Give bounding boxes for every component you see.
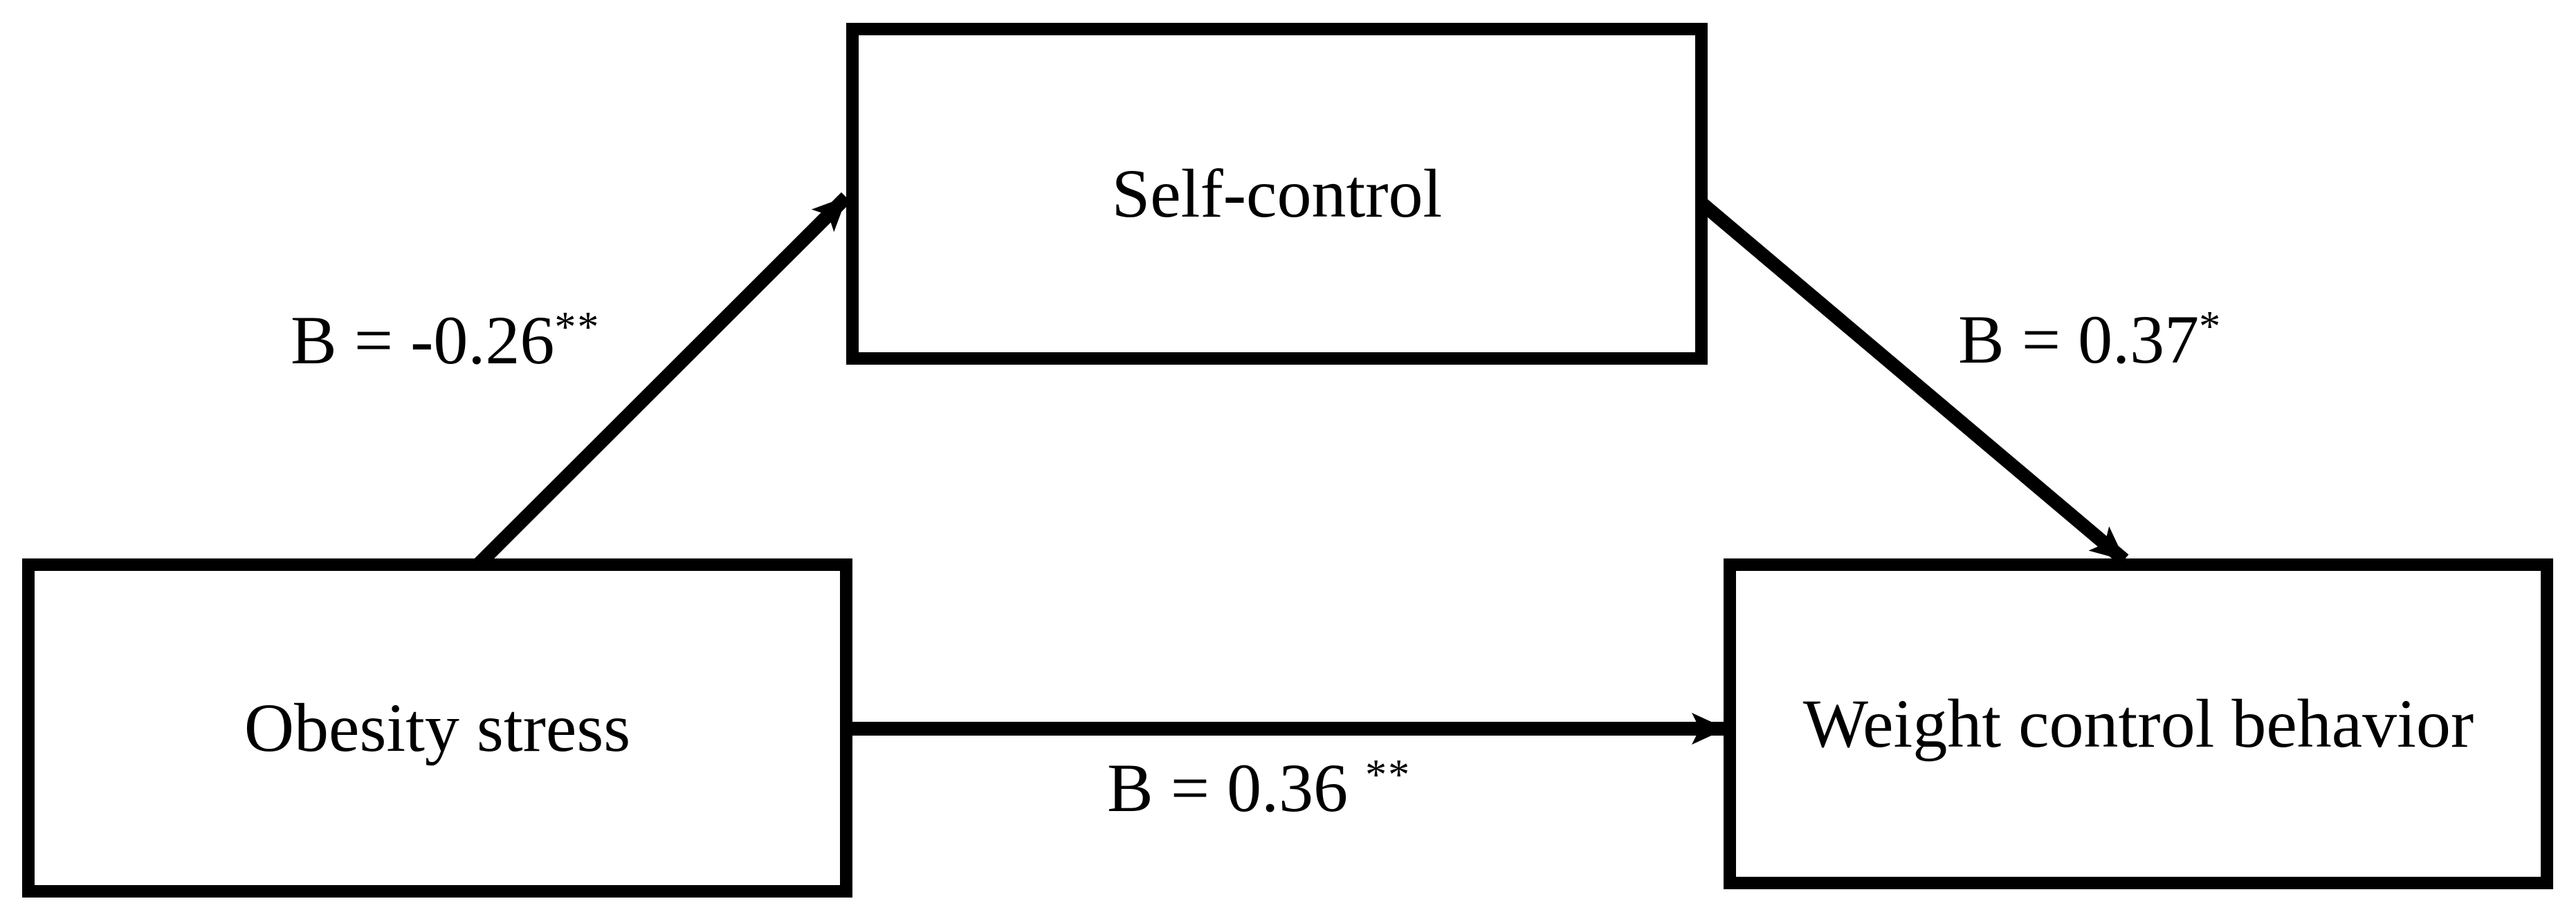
- significance-stars: *: [2199, 303, 2222, 350]
- path-label-mediator-to-outcome: B = 0.37*: [1958, 305, 2222, 374]
- node-outcome: Weight control behavior: [1724, 558, 2553, 889]
- significance-stars: **: [1365, 752, 1412, 799]
- path-label-predictor-to-outcome: B = 0.36 **: [1107, 754, 1411, 823]
- arrow-mediator-to-outcome: [1694, 195, 2129, 565]
- node-predictor: Obesity stress: [22, 558, 852, 898]
- node-outcome-label: Weight control behavior: [1802, 685, 2474, 762]
- path-coefficient: B = 0.37: [1958, 301, 2200, 379]
- node-mediator: Self-control: [846, 23, 1708, 365]
- path-coefficient: B = -0.26: [291, 302, 555, 379]
- significance-stars: **: [554, 304, 601, 351]
- path-coefficient: B = 0.36: [1107, 749, 1366, 827]
- node-mediator-label: Self-control: [1111, 155, 1443, 232]
- node-predictor-label: Obesity stress: [244, 689, 631, 766]
- path-label-predictor-to-mediator: B = -0.26**: [291, 306, 600, 375]
- arrow-predictor-to-mediator: [473, 192, 852, 570]
